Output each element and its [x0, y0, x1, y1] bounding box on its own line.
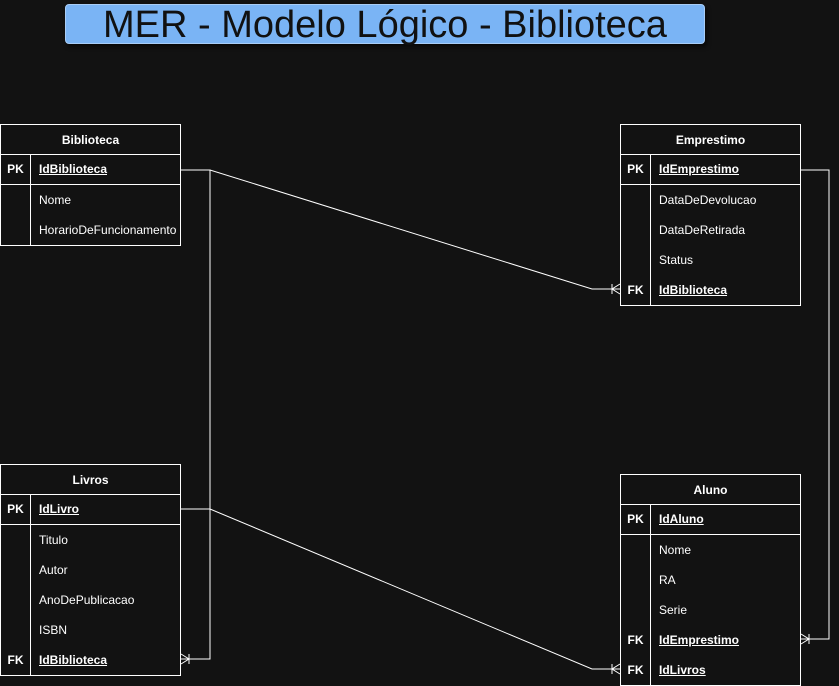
edge-biblioteca-emprestimo: [181, 169, 620, 290]
entity-title: Emprestimo: [621, 125, 800, 155]
key-marker: PK: [621, 155, 651, 184]
attribute-name: IdAluno: [659, 512, 704, 526]
attribute-row[interactable]: HorarioDeFuncionamento: [1, 215, 180, 245]
entity-aluno[interactable]: Aluno PK IdAluno Nome RA Serie FK IdEmpr…: [620, 474, 801, 686]
edge-livros-aluno: [181, 508, 620, 670]
edge-biblioteca-livros: [181, 169, 211, 660]
edge-emprestimo-aluno: [801, 169, 830, 640]
attribute-name: IdBiblioteca: [659, 283, 728, 297]
attribute-name: IdEmprestimo: [659, 633, 740, 647]
attribute-row[interactable]: Serie: [621, 595, 800, 625]
entity-livros[interactable]: Livros PK IdLivro Titulo Autor AnoDePubl…: [0, 464, 181, 676]
key-marker: PK: [621, 505, 651, 534]
entity-title: Aluno: [621, 475, 800, 505]
key-marker: [621, 565, 651, 595]
crowfoot-aluno-idemprestimo: [800, 633, 810, 645]
entity-title: Livros: [1, 465, 180, 495]
diagram-title: MER - Modelo Lógico - Biblioteca: [65, 4, 705, 45]
key-marker: [1, 615, 31, 645]
attribute-name: Autor: [39, 563, 68, 577]
attribute-name: RA: [659, 573, 676, 587]
attribute-name: Nome: [659, 543, 692, 557]
attribute-row[interactable]: AnoDePublicacao: [1, 585, 180, 615]
key-marker: [621, 245, 651, 275]
attribute-row[interactable]: Autor: [1, 555, 180, 585]
crowfoot-emprestimo-idbiblioteca: [611, 283, 621, 295]
crowfoot-livros-idbiblioteca: [180, 653, 190, 665]
attribute-name: Status: [659, 253, 694, 267]
key-marker: [621, 535, 651, 565]
attribute-name: Nome: [39, 193, 72, 207]
entity-title: Biblioteca: [1, 125, 180, 155]
attribute-row[interactable]: Status: [621, 245, 800, 275]
attribute-row[interactable]: RA: [621, 565, 800, 595]
attribute-row[interactable]: Nome: [1, 185, 180, 215]
key-marker: [1, 525, 31, 555]
attribute-row[interactable]: ISBN: [1, 615, 180, 645]
attribute-name: IdBiblioteca: [39, 653, 108, 667]
attribute-name: AnoDePublicacao: [39, 593, 135, 607]
attribute-name: IdLivro: [39, 502, 80, 516]
key-marker: [1, 555, 31, 585]
key-marker: [1, 185, 31, 215]
attribute-row[interactable]: DataDeRetirada: [621, 215, 800, 245]
key-marker: FK: [1, 645, 31, 675]
key-marker: PK: [1, 495, 31, 524]
key-marker: [621, 185, 651, 215]
attribute-row[interactable]: DataDeDevolucao: [621, 185, 800, 215]
key-marker: [621, 595, 651, 625]
key-marker: [1, 215, 31, 245]
attribute-name: DataDeRetirada: [659, 223, 746, 237]
attribute-name: IdBiblioteca: [39, 162, 108, 176]
key-marker: FK: [621, 275, 651, 305]
entity-emprestimo[interactable]: Emprestimo PK IdEmprestimo DataDeDevoluc…: [620, 124, 801, 306]
attribute-name: Titulo: [39, 533, 68, 547]
attribute-row-fk[interactable]: FK IdLivros: [621, 655, 800, 685]
attribute-name: IdEmprestimo: [659, 162, 740, 176]
attribute-name: DataDeDevolucao: [659, 193, 757, 207]
attribute-row[interactable]: Titulo: [1, 525, 180, 555]
attribute-row-fk[interactable]: FK IdBiblioteca: [1, 645, 180, 675]
attribute-row-fk[interactable]: FK IdEmprestimo: [621, 625, 800, 655]
attribute-row-fk[interactable]: FK IdBiblioteca: [621, 275, 800, 305]
entity-biblioteca[interactable]: Biblioteca PK IdBiblioteca Nome HorarioD…: [0, 124, 181, 246]
key-marker: PK: [1, 155, 31, 184]
attribute-row-pk[interactable]: PK IdEmprestimo: [621, 155, 800, 184]
key-marker: FK: [621, 625, 651, 655]
attribute-name: Serie: [659, 603, 688, 617]
crowfoot-aluno-idlivros: [611, 663, 621, 675]
key-marker: [1, 585, 31, 615]
attribute-name: HorarioDeFuncionamento: [39, 223, 177, 237]
attribute-name: ISBN: [39, 623, 68, 637]
attribute-name: IdLivros: [659, 663, 706, 677]
attribute-row-pk[interactable]: PK IdLivro: [1, 495, 180, 524]
key-marker: [621, 215, 651, 245]
attribute-row-pk[interactable]: PK IdBiblioteca: [1, 155, 180, 184]
key-marker: FK: [621, 655, 651, 685]
attribute-row[interactable]: Nome: [621, 535, 800, 565]
attribute-row-pk[interactable]: PK IdAluno: [621, 505, 800, 534]
